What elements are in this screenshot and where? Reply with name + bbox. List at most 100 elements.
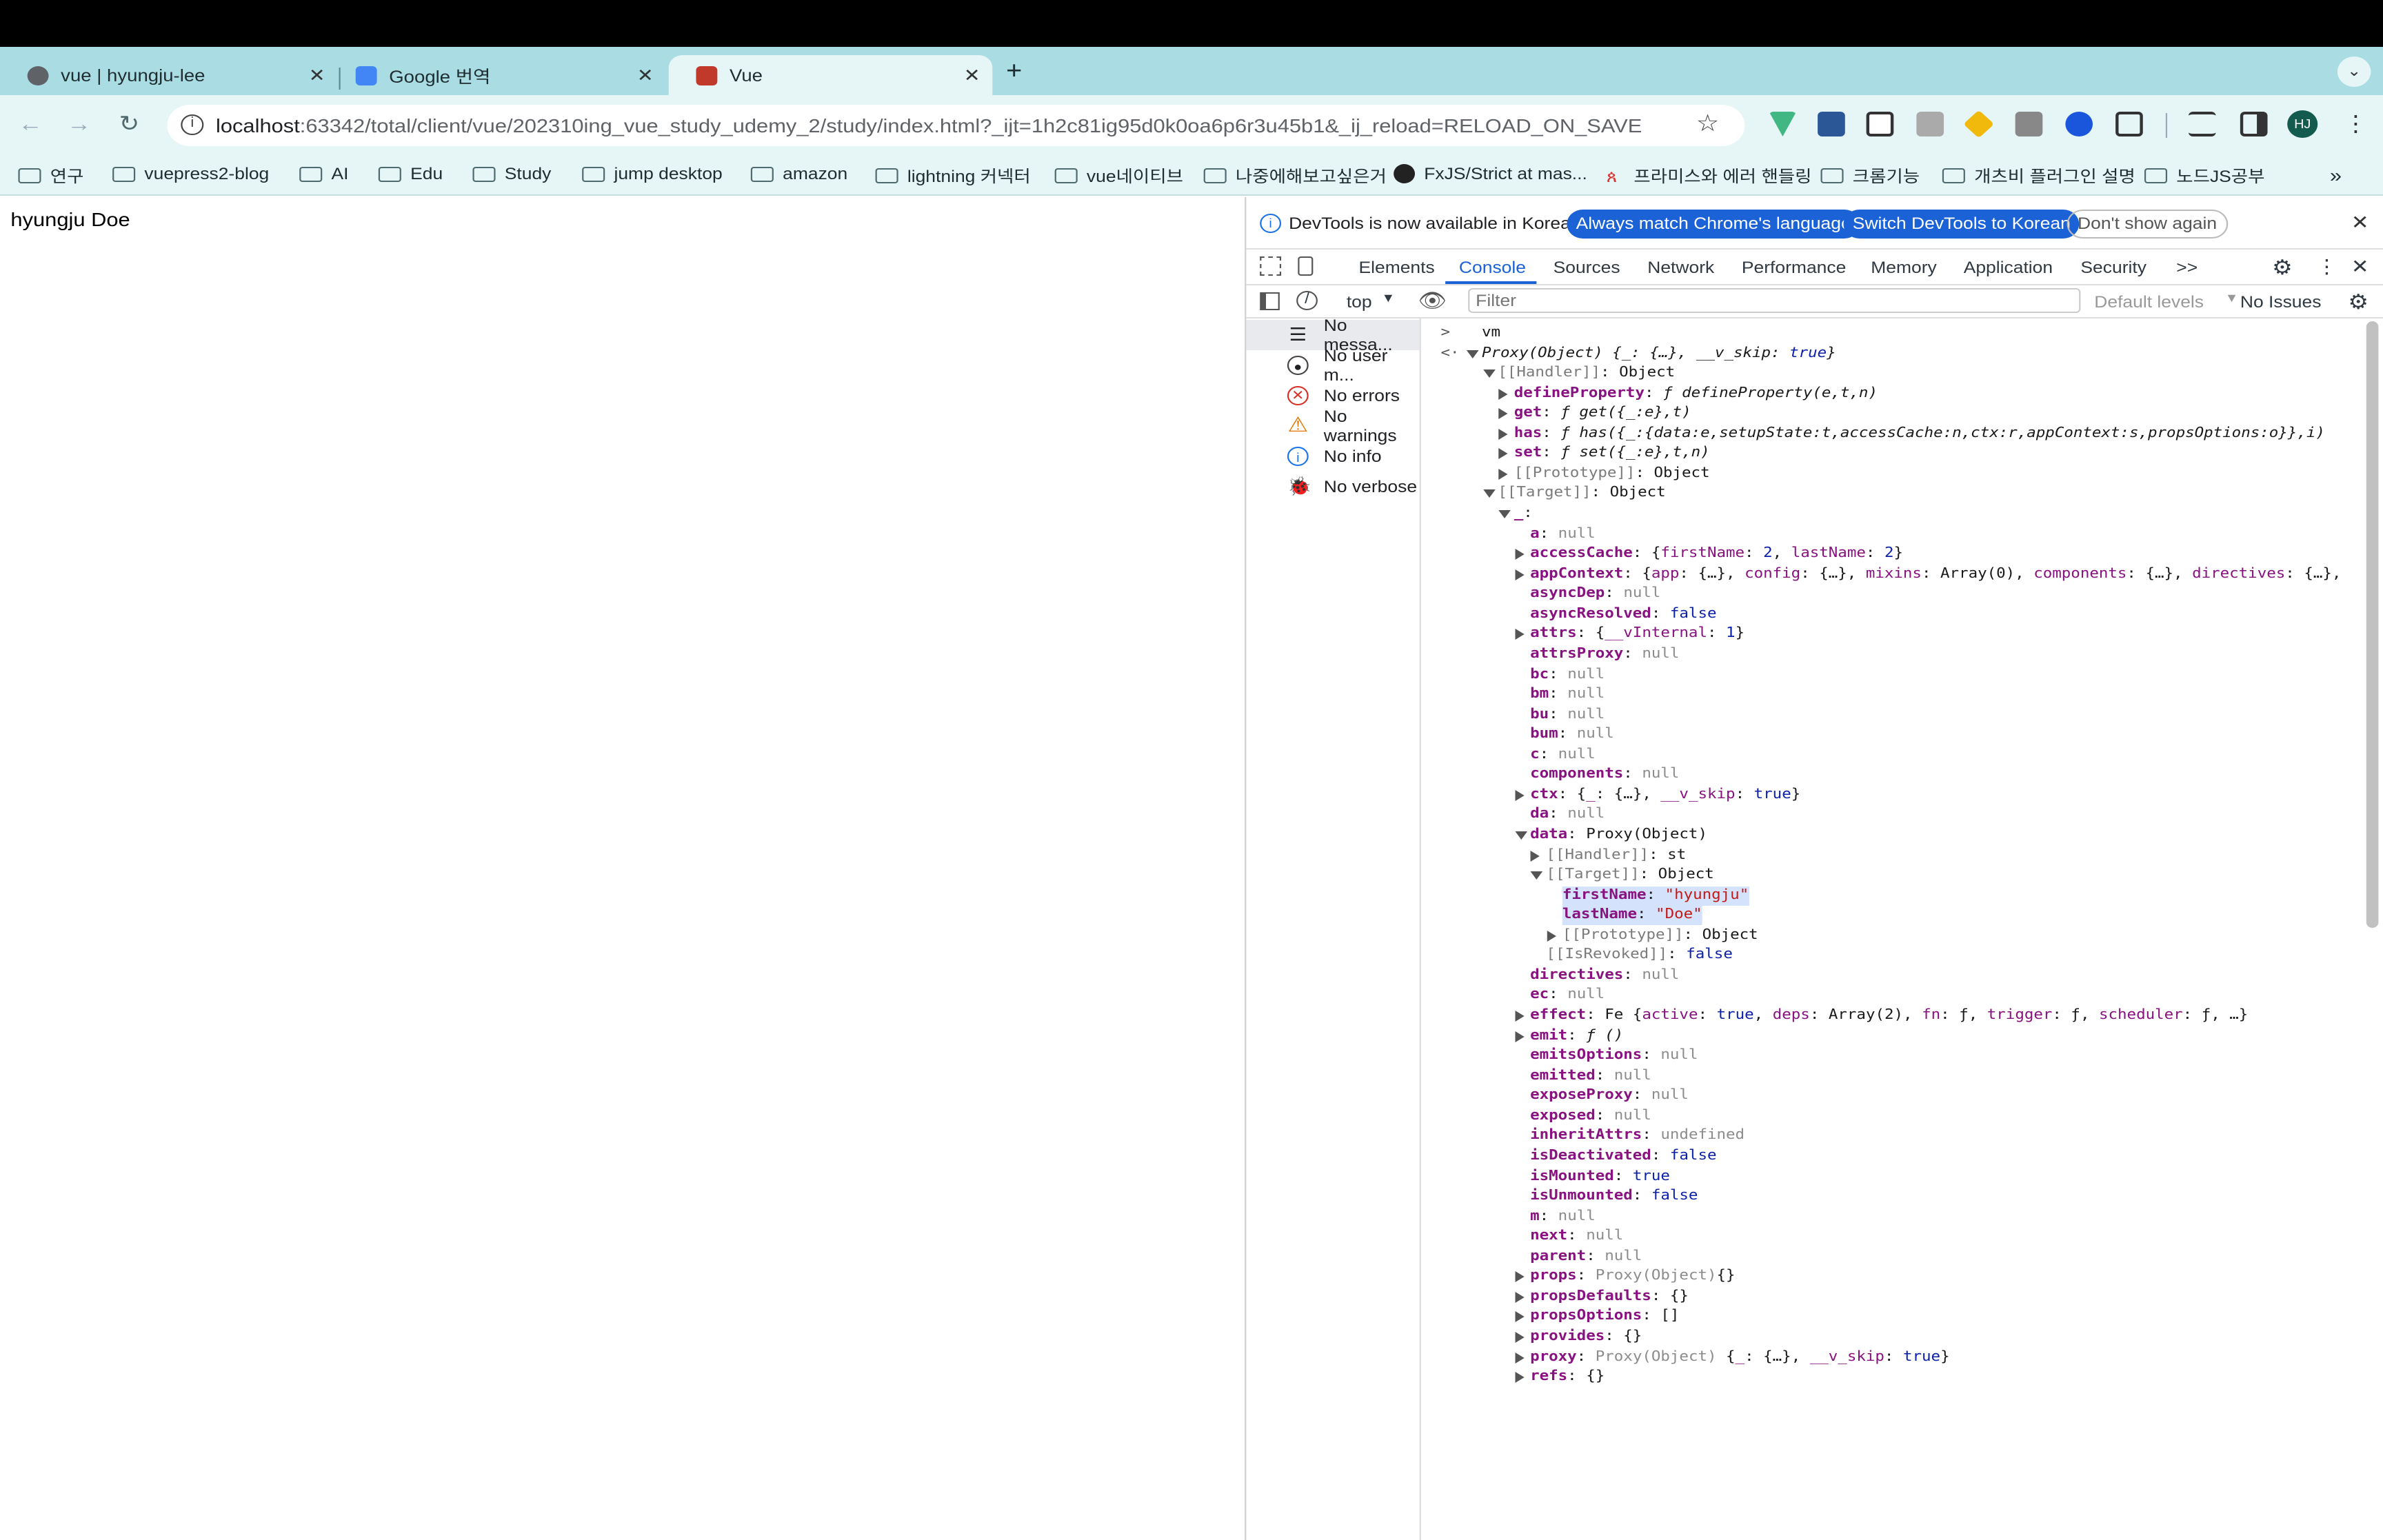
- expanded-arrow-icon[interactable]: [1531, 871, 1544, 880]
- bookmark-item[interactable]: 크롬기능: [1820, 164, 1920, 188]
- address-bar[interactable]: i localhost:63342/total/client/vue/20231…: [167, 105, 1745, 146]
- sidebar-item-messages[interactable]: ☰No messa...: [1246, 316, 1420, 354]
- tab-search-icon[interactable]: ⌄: [2337, 57, 2371, 87]
- console-line[interactable]: set: ƒ set({_:e},t,n): [1422, 445, 2365, 464]
- console-line[interactable]: propsOptions: []: [1422, 1308, 2365, 1327]
- profile-avatar[interactable]: HJ: [2287, 110, 2318, 138]
- console-line[interactable]: [[Handler]]: st: [1422, 846, 2365, 865]
- close-notice-icon[interactable]: ✕: [2351, 211, 2369, 233]
- collapsed-arrow-icon[interactable]: [1515, 549, 1525, 560]
- tab-console[interactable]: Console: [1458, 258, 1526, 277]
- console-line[interactable]: ctx: {_: {…}, __v_skip: true}: [1422, 786, 2365, 805]
- tab-network[interactable]: Network: [1647, 258, 1715, 277]
- do-extension-icon[interactable]: [2015, 112, 2043, 136]
- tab-security[interactable]: Security: [2080, 258, 2146, 277]
- console-line[interactable]: data: Proxy(Object): [1422, 826, 2365, 845]
- console-line[interactable]: get: ƒ get({_:e},t): [1422, 404, 2365, 423]
- dont-show-again-button[interactable]: Don't show again: [2067, 210, 2228, 239]
- console-scrollbar[interactable]: [2366, 321, 2379, 928]
- close-tab-icon[interactable]: ✕: [963, 65, 981, 85]
- bookmark-item[interactable]: Study: [472, 164, 551, 183]
- expanded-arrow-icon[interactable]: [1515, 831, 1527, 840]
- collapsed-arrow-icon[interactable]: [1498, 388, 1508, 400]
- browser-tab-active[interactable]: Vue ✕: [668, 55, 993, 95]
- tab-application[interactable]: Application: [1963, 258, 2053, 277]
- camera-extension-icon[interactable]: [1916, 112, 1944, 136]
- tab-memory[interactable]: Memory: [1871, 258, 1937, 277]
- side-panel-icon[interactable]: [2240, 112, 2268, 136]
- always-match-language-button[interactable]: Always match Chrome's language: [1567, 210, 1860, 239]
- bookmark-item[interactable]: Edu: [378, 164, 443, 183]
- console-line[interactable]: emit: ƒ (): [1422, 1026, 2365, 1046]
- console-line[interactable]: has: ƒ has({_:{data:e,setupState:t,acces…: [1422, 425, 2365, 444]
- collapsed-arrow-icon[interactable]: [1498, 428, 1508, 440]
- console-line[interactable]: attrs: {__vInternal: 1}: [1422, 625, 2365, 645]
- expanded-arrow-icon[interactable]: [1482, 369, 1495, 378]
- console-line[interactable]: _:: [1422, 505, 2365, 524]
- console-line[interactable]: <·Proxy(Object) {_: {…}, __v_skip: true}: [1422, 344, 2365, 363]
- extensions-puzzle-icon[interactable]: [2115, 112, 2143, 136]
- default-levels-dropdown[interactable]: Default levels: [2094, 292, 2204, 312]
- console-line[interactable]: effect: Fe {active: true, deps: Array(2)…: [1422, 1006, 2365, 1026]
- context-selector[interactable]: top: [1346, 292, 1372, 312]
- settings-gear-icon[interactable]: ⚙: [2272, 256, 2293, 280]
- sidebar-item-verbose[interactable]: 🐞No verbose: [1246, 472, 1419, 502]
- expanded-arrow-icon[interactable]: [1482, 489, 1495, 498]
- bookmark-item[interactable]: 개츠비 플러그인 설명: [1942, 164, 2135, 188]
- back-icon[interactable]: ←: [18, 113, 43, 136]
- bookmark-item[interactable]: jump desktop: [582, 164, 723, 183]
- console-output[interactable]: >vm<·Proxy(Object) {_: {…}, __v_skip: tr…: [1422, 318, 2365, 1540]
- console-line[interactable]: propsDefaults: {}: [1422, 1288, 2365, 1307]
- console-line[interactable]: accessCache: {firstName: 2, lastName: 2}: [1422, 545, 2365, 564]
- console-filter-input[interactable]: [1468, 288, 2081, 313]
- switch-to-korean-button[interactable]: Switch DevTools to Korean: [1843, 210, 2080, 239]
- sidebar-item-errors[interactable]: ✕No errors: [1246, 381, 1419, 411]
- close-tab-icon[interactable]: ✕: [308, 65, 325, 85]
- devtools-menu-icon[interactable]: ⋮: [2316, 255, 2337, 277]
- close-tab-icon[interactable]: ✕: [636, 65, 654, 85]
- collapsed-arrow-icon[interactable]: [1515, 1372, 1525, 1384]
- sidebar-item-user-messages[interactable]: ●No user m...: [1246, 346, 1419, 385]
- collapsed-arrow-icon[interactable]: [1515, 1031, 1525, 1042]
- tab-elements[interactable]: Elements: [1358, 258, 1435, 277]
- bookmark-star-icon[interactable]: ☆: [1696, 110, 1720, 136]
- lightning-extension-icon[interactable]: [2065, 112, 2093, 136]
- live-expression-eye-icon[interactable]: 👁: [1418, 290, 1447, 313]
- console-line[interactable]: [[Handler]]: Object: [1422, 364, 2365, 383]
- console-line[interactable]: [[Prototype]]: Object: [1422, 465, 2365, 484]
- console-line[interactable]: appContext: {app: {…}, config: {…}, mixi…: [1422, 565, 2365, 584]
- bookmark-item[interactable]: AI: [299, 164, 348, 183]
- browser-tab[interactable]: Google 번역 ✕: [328, 55, 665, 95]
- media-extension-icon[interactable]: [1866, 112, 1894, 136]
- console-line[interactable]: [[Target]]: Object: [1422, 866, 2365, 885]
- bookmark-item[interactable]: 나중에해보고싶은거: [1203, 164, 1387, 188]
- bookmark-item[interactable]: amazon: [750, 164, 847, 183]
- bookmark-item[interactable]: vuepress2-blog: [112, 164, 269, 183]
- inspect-element-icon[interactable]: [1260, 256, 1282, 276]
- bookmarks-overflow-button[interactable]: »: [2329, 164, 2342, 186]
- browser-menu-icon[interactable]: ⋮: [2343, 113, 2368, 136]
- bookmark-item[interactable]: FxJS/Strict at mas...: [1394, 164, 1587, 183]
- console-line[interactable]: provides: {}: [1422, 1328, 2365, 1347]
- collapsed-arrow-icon[interactable]: [1515, 629, 1525, 640]
- collapsed-arrow-icon[interactable]: [1515, 1332, 1525, 1343]
- tab-performance[interactable]: Performance: [1741, 258, 1847, 277]
- collapsed-arrow-icon[interactable]: [1515, 569, 1525, 580]
- bookmark-item[interactable]: 노드JS공부: [2144, 164, 2264, 188]
- collapsed-arrow-icon[interactable]: [1515, 1271, 1525, 1283]
- console-settings-gear-icon[interactable]: ⚙: [2348, 291, 2369, 314]
- collapsed-arrow-icon[interactable]: [1515, 1311, 1525, 1323]
- console-line[interactable]: [[Prototype]]: Object: [1422, 926, 2365, 946]
- console-line[interactable]: refs: {}: [1422, 1368, 2365, 1387]
- console-line[interactable]: proxy: Proxy(Object) {_: {…}, __v_skip: …: [1422, 1348, 2365, 1367]
- desk-extension-icon[interactable]: [1818, 112, 1845, 136]
- more-tabs-button[interactable]: >>: [2176, 258, 2198, 277]
- collapsed-arrow-icon[interactable]: [1498, 468, 1508, 480]
- collapsed-arrow-icon[interactable]: [1498, 448, 1508, 460]
- device-toolbar-icon[interactable]: [1298, 256, 1314, 276]
- site-info-icon[interactable]: i: [181, 114, 204, 135]
- tab-sources[interactable]: Sources: [1553, 258, 1620, 277]
- bookmark-item[interactable]: 연구: [18, 164, 83, 188]
